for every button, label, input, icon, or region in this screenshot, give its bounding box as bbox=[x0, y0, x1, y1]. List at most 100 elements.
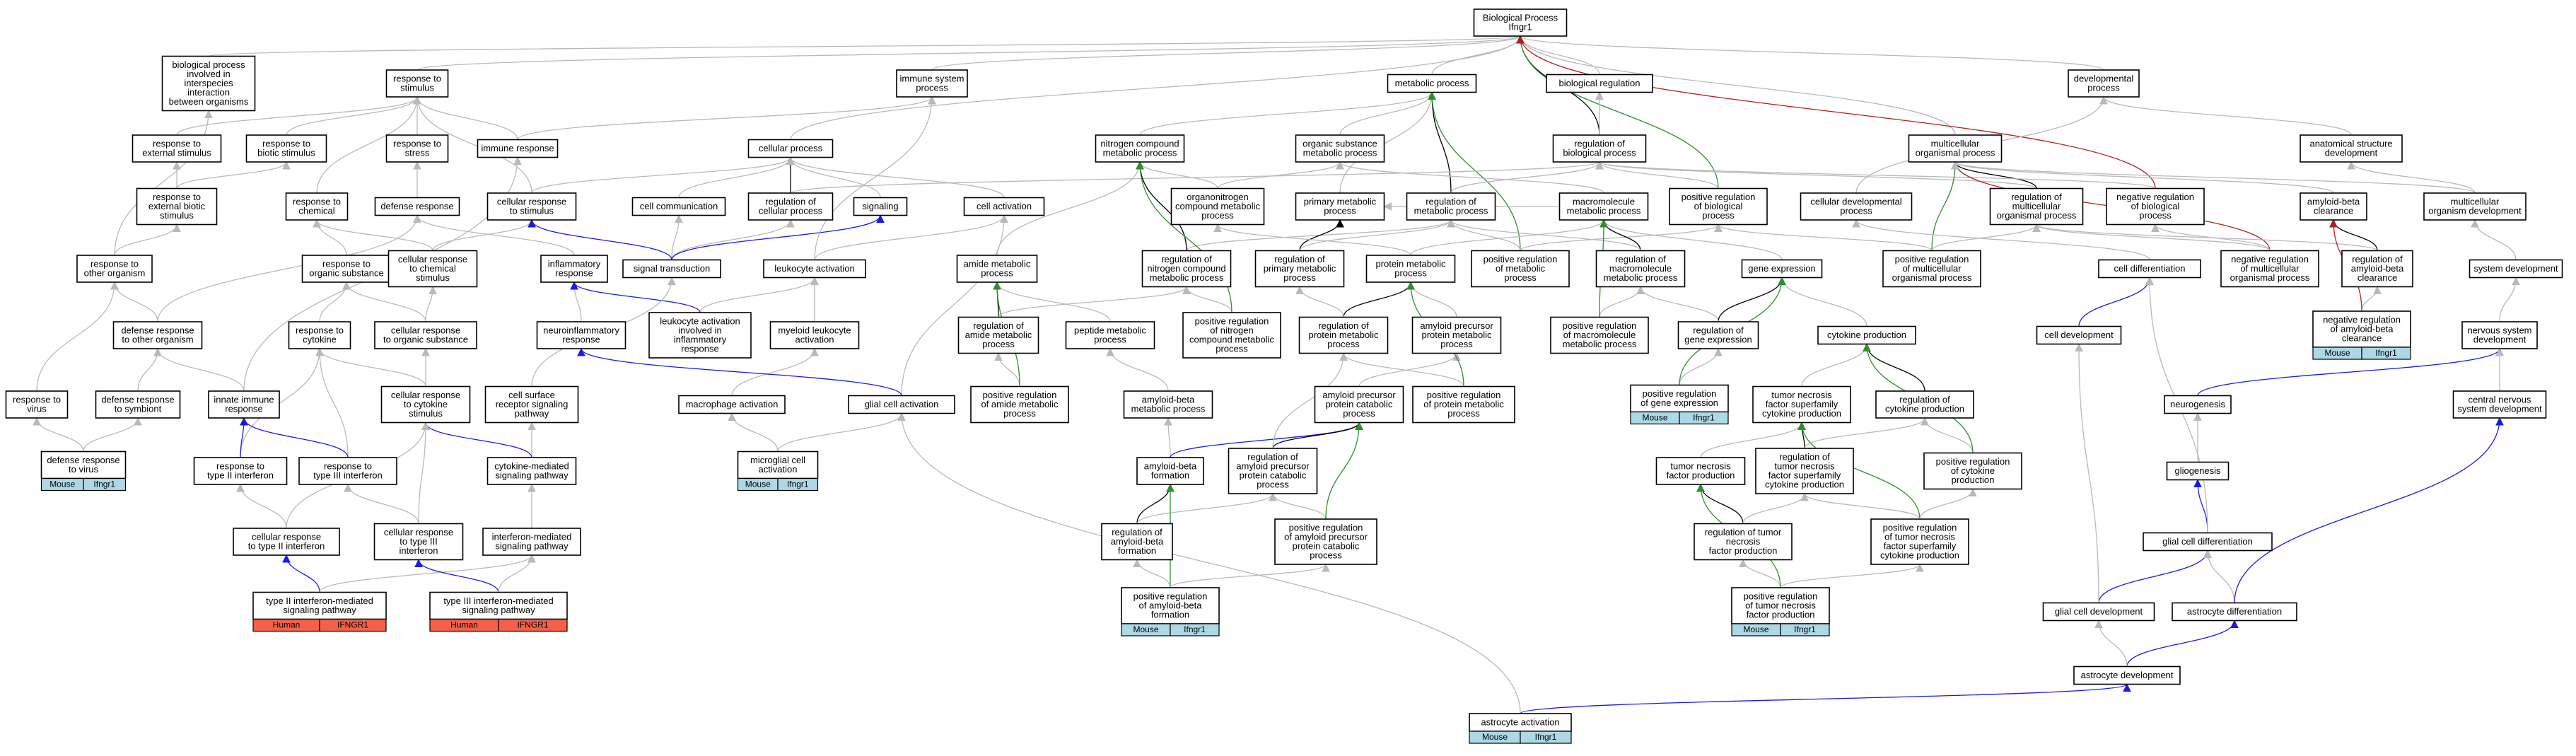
go-term-macrophage-activation[interactable]: macrophage activation bbox=[678, 395, 786, 414]
go-term-cellular-process[interactable]: cellular process bbox=[747, 139, 834, 158]
go-term-defense-response[interactable]: defense response bbox=[374, 197, 460, 216]
go-term-cell-development[interactable]: cell development bbox=[2036, 325, 2122, 345]
go-term-astrocyte-differentiation[interactable]: astrocyte differentiation bbox=[2172, 602, 2297, 622]
go-term-neurogenesis[interactable]: neurogenesis bbox=[2164, 395, 2232, 414]
go-term-leukocyte-activation[interactable]: leukocyte activation bbox=[763, 259, 866, 279]
go-term-glial-cell-development[interactable]: glial cell development bbox=[2042, 602, 2155, 622]
go-term-gliogenesis[interactable]: gliogenesis bbox=[2166, 461, 2230, 481]
go-term-glial-cell-differentiation[interactable]: glial cell differentiation bbox=[2143, 532, 2273, 552]
go-term-cell-activation[interactable]: cell activation bbox=[963, 197, 1045, 216]
go-term-cytokine-production[interactable]: cytokine production bbox=[1817, 325, 1916, 345]
go-term-gene-expression[interactable]: gene expression bbox=[1741, 259, 1823, 279]
go-term-astrocyte-development[interactable]: astrocyte development bbox=[2073, 665, 2181, 685]
go-term-cell-communication[interactable]: cell communication bbox=[631, 197, 726, 216]
go-term-metabolic-process[interactable]: metabolic process bbox=[1387, 74, 1477, 93]
go-term-cell-differentiation[interactable]: cell differentiation bbox=[2098, 259, 2201, 279]
go-term-immune-response[interactable]: immune response bbox=[477, 139, 559, 158]
go-term-glial-cell-activation[interactable]: glial cell activation bbox=[848, 395, 955, 414]
go-term-signal-transduction[interactable]: signal transduction bbox=[622, 259, 721, 279]
